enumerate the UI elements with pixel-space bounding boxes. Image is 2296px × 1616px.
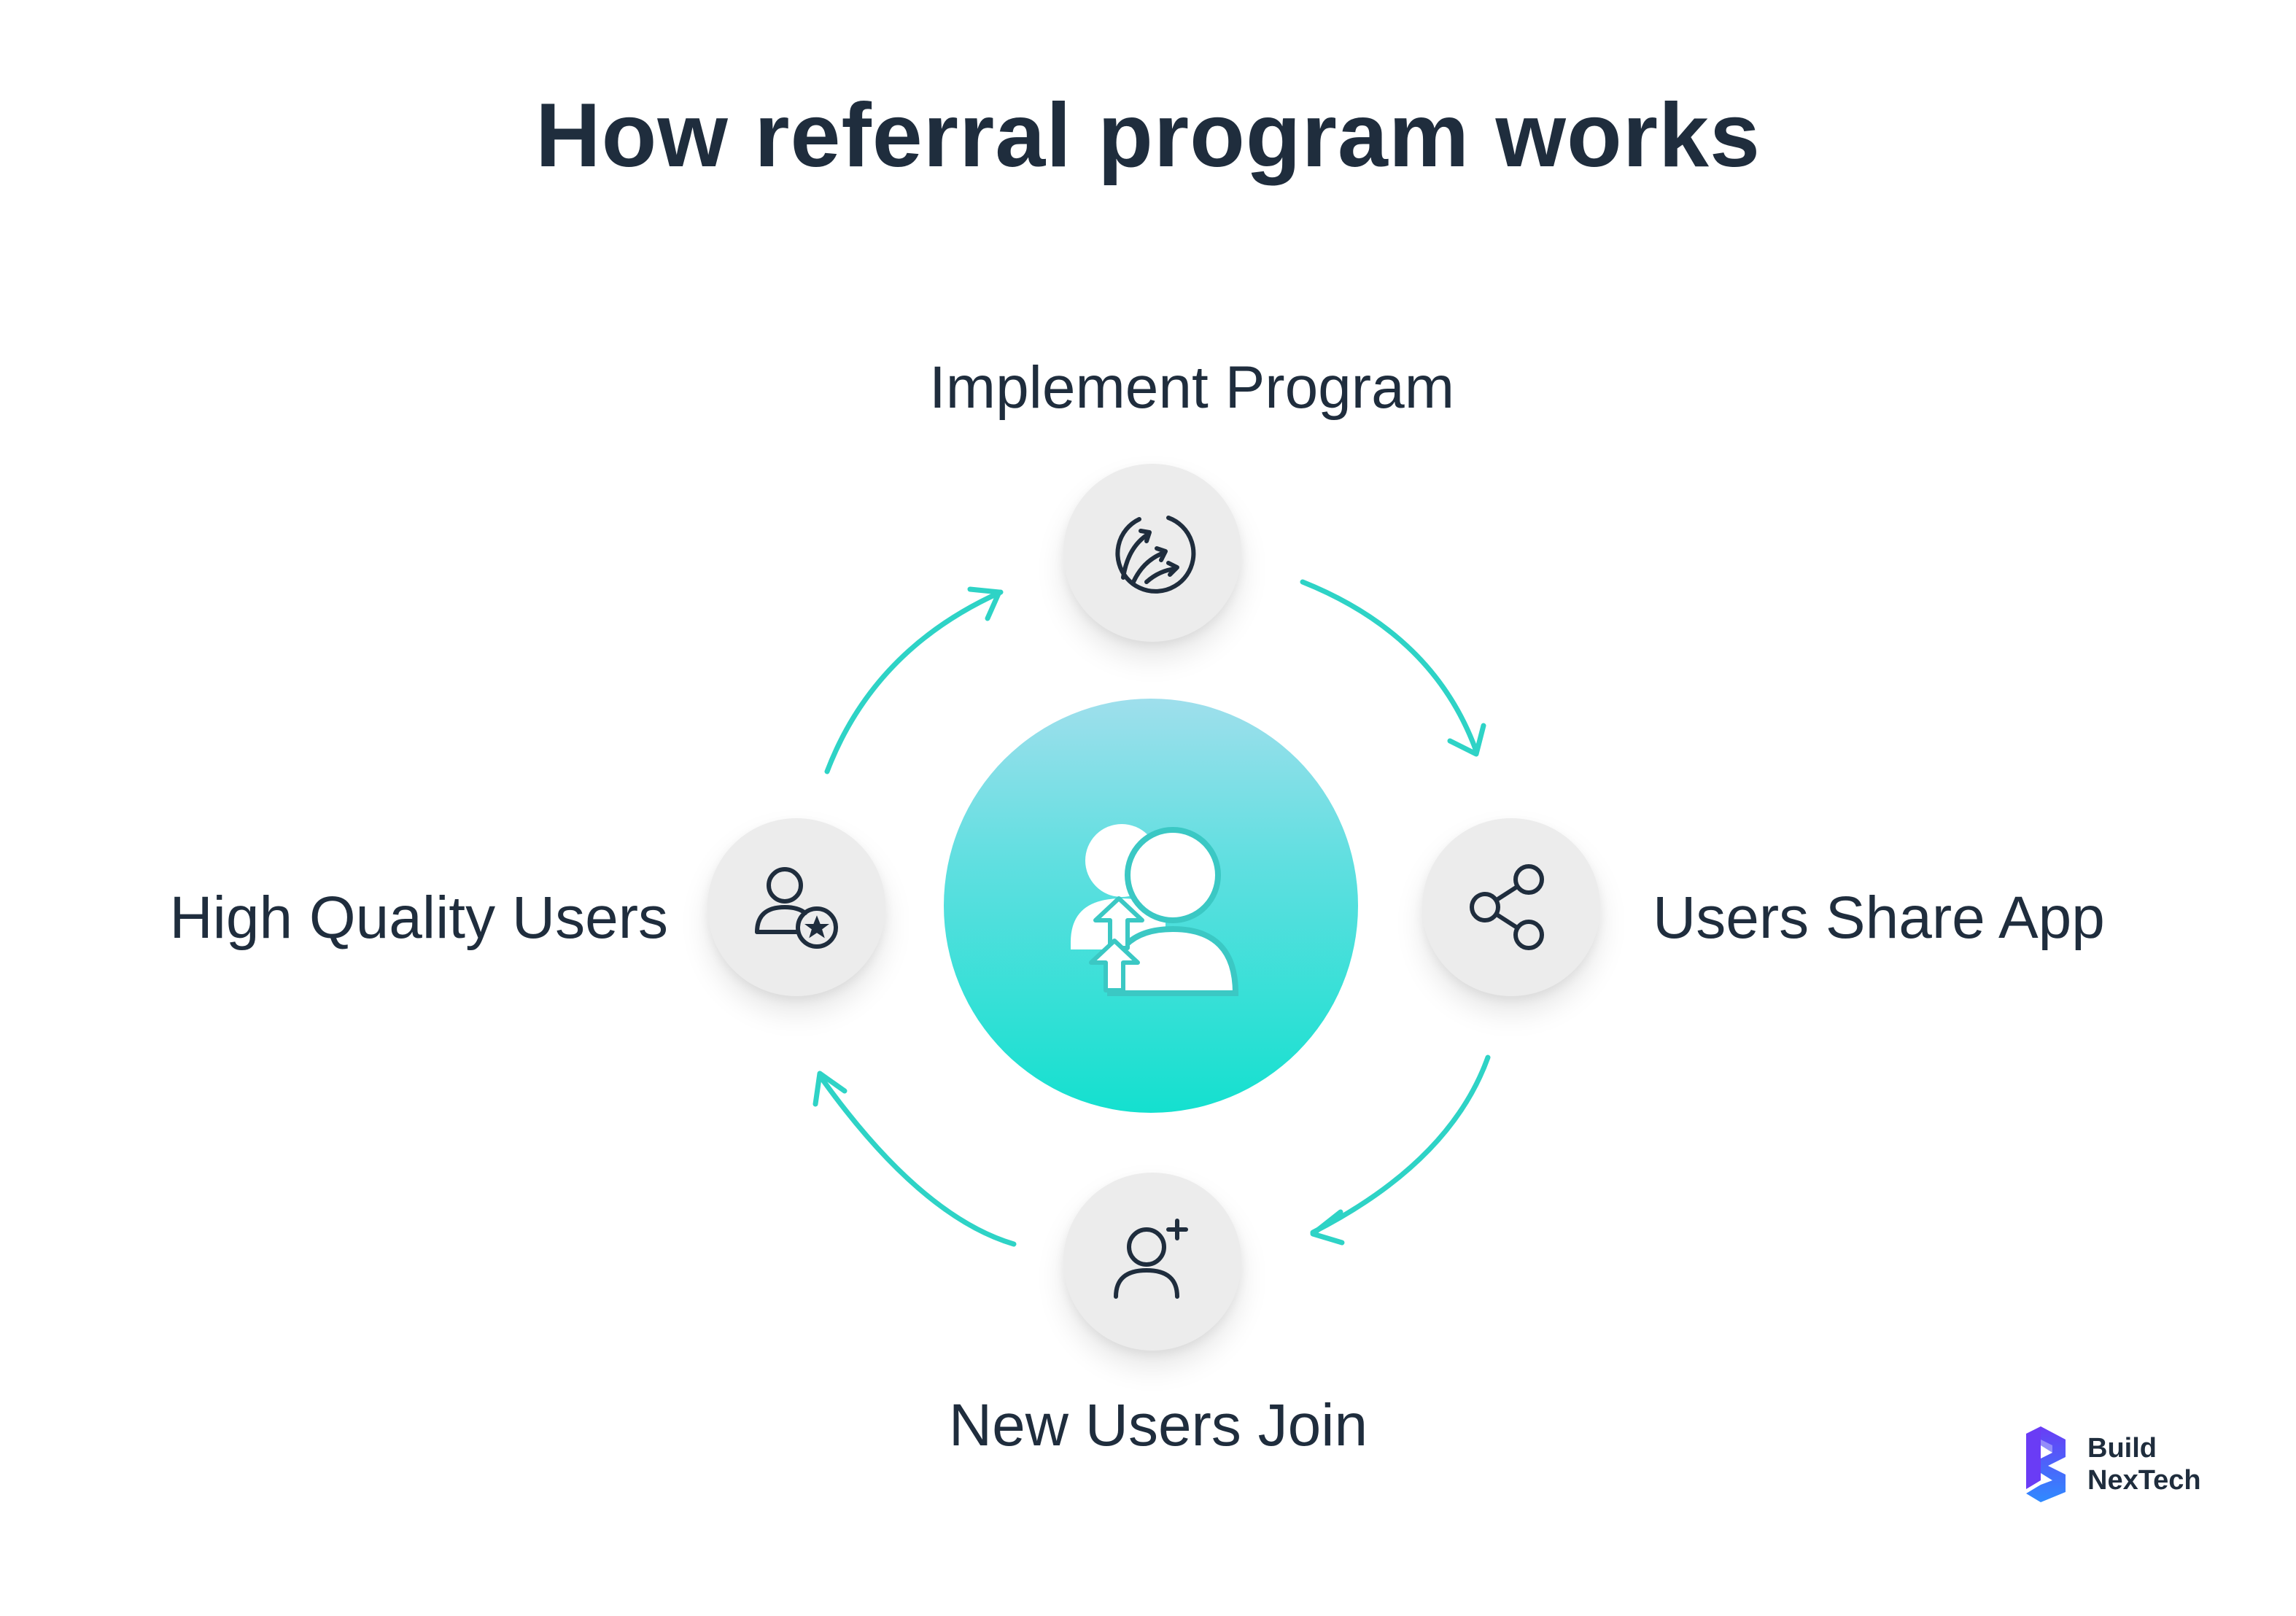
refresh-arrows-icon [1115,516,1196,594]
step-label-new-users-join: New Users Join [948,1392,1368,1458]
arrow-head-bottom-to-left [812,1071,848,1107]
share-icon [1470,864,1544,950]
brand-name: Build NexTech [2087,1432,2201,1496]
arrow-head-top-to-right [1447,723,1486,757]
arrow-right-to-bottom [1310,1054,1491,1235]
arrow-bottom-to-left [818,1075,1017,1247]
page-title: How referral program works [535,85,1761,186]
add-user-icon [1114,1219,1188,1299]
node-implement-program [1063,464,1241,642]
node-high-quality-users [707,818,885,996]
step-label-users-share-app: Users Share App [1653,885,2105,951]
brand-name-line1: Build [2087,1433,2157,1464]
node-new-users-join [1063,1173,1241,1351]
brand-logo[interactable]: Build NexTech [2020,1426,2201,1502]
arrow-top-to-right [1300,579,1479,754]
arrow-head-right-to-bottom [1310,1209,1345,1246]
arrow-head-left-to-top [967,586,1002,621]
brand-name-line2: NexTech [2087,1465,2201,1496]
arrow-left-to-top [824,589,1004,774]
user-star-icon [755,867,838,949]
center-referral-circle [944,699,1358,1113]
users-referral-icon [1071,824,1239,996]
brand-logo-icon [2026,1426,2066,1502]
node-users-share-app [1422,818,1600,996]
step-label-high-quality-users: High Quality Users [169,885,668,951]
step-label-implement-program: Implement Program [928,354,1455,421]
